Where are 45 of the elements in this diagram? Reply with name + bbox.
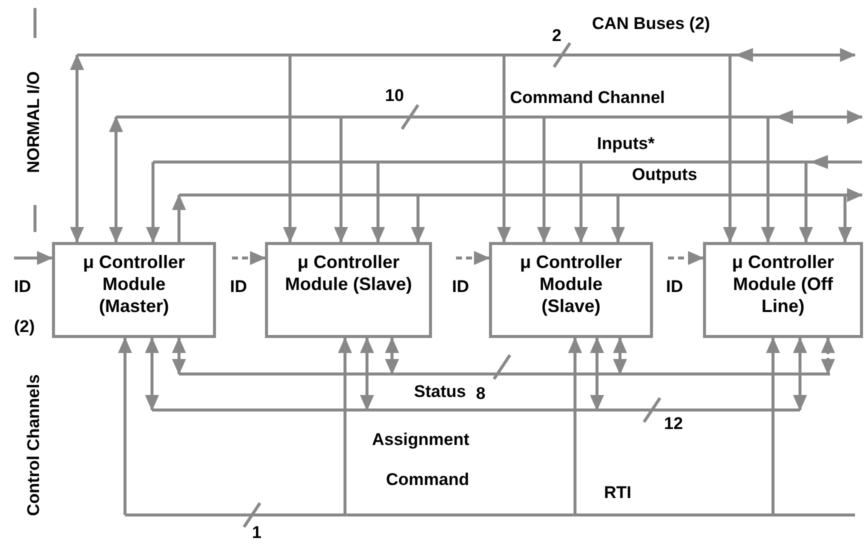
arrow [799, 162, 813, 243]
arrow [118, 337, 132, 515]
arrow [411, 195, 425, 243]
arrow [761, 117, 775, 243]
arrow [838, 195, 852, 243]
arrow [590, 337, 604, 411]
module-box [265, 242, 432, 338]
arrow [385, 337, 399, 375]
arrow [172, 337, 186, 375]
bus-label: Assignment [372, 430, 470, 450]
arrow [360, 337, 374, 411]
arrow [821, 337, 835, 375]
bus-label: Inputs* [597, 134, 655, 154]
arrow [334, 117, 348, 243]
arrow [668, 251, 704, 265]
arrow [146, 162, 160, 243]
bus-label: CAN Buses (2) [592, 14, 710, 34]
module-label: μ Controller Module (Slave) [518, 251, 623, 317]
module-box [52, 242, 216, 338]
arrow [14, 251, 53, 265]
arrow [70, 54, 84, 243]
module-label: μ Controller Module (Master) [82, 251, 186, 317]
arrow [109, 116, 123, 243]
arrow [145, 337, 159, 411]
module-box [489, 242, 653, 338]
arrow [283, 55, 297, 243]
arrow [793, 337, 807, 411]
arrow [568, 337, 582, 515]
arrow [456, 251, 490, 265]
arrow [723, 55, 737, 243]
arrow [232, 251, 266, 265]
module-label: μ Controller Module (Slave) [284, 251, 413, 295]
arrow [613, 337, 627, 375]
arrow [172, 194, 186, 242]
arrow [497, 55, 511, 243]
arrow [338, 337, 352, 515]
bus-label: (2) [14, 317, 35, 337]
arrow [766, 337, 780, 515]
arrow [574, 162, 588, 243]
module-box [703, 242, 863, 338]
arrow [537, 117, 551, 243]
arrow [611, 195, 625, 243]
module-label: μ Controller Module (Off Line) [730, 251, 835, 317]
bus-label: Outputs [632, 165, 698, 185]
arrow [371, 162, 385, 243]
